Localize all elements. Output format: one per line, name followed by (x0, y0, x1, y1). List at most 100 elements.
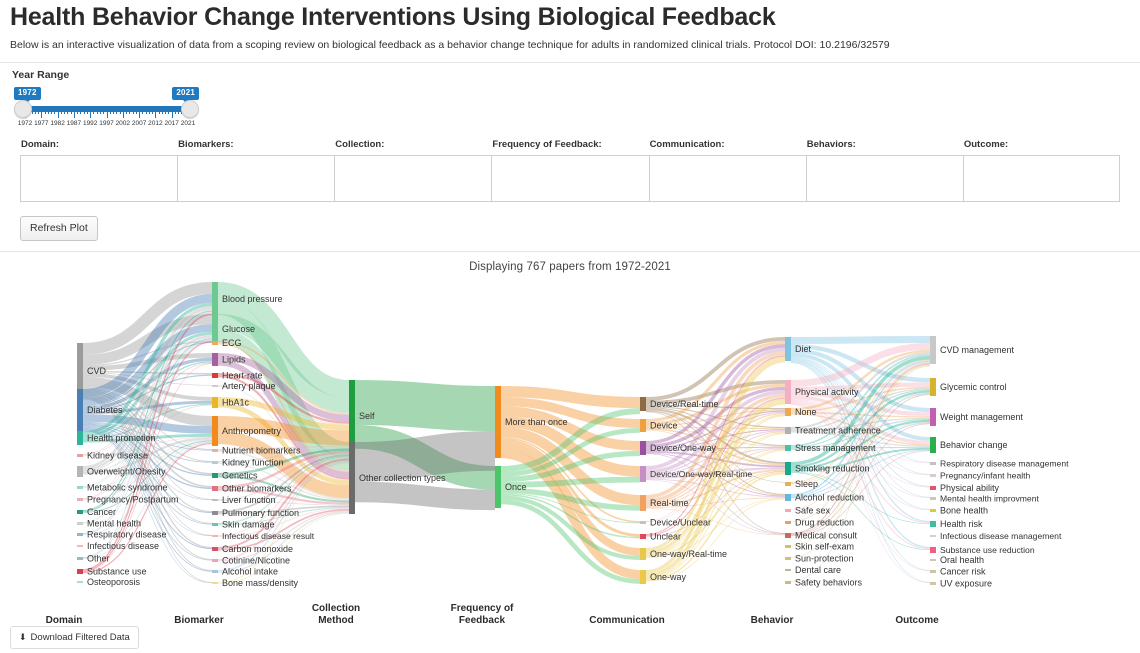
sankey-link[interactable] (645, 407, 786, 446)
sankey-link[interactable] (500, 487, 641, 511)
sankey-link[interactable] (645, 340, 786, 423)
sankey-link[interactable] (217, 460, 350, 561)
sankey-link[interactable] (645, 471, 786, 537)
sankey-link[interactable] (217, 341, 350, 415)
sankey-link[interactable] (82, 386, 213, 450)
sankey-link[interactable] (790, 344, 931, 383)
sankey-link[interactable] (645, 411, 786, 534)
sankey-link[interactable] (217, 415, 350, 446)
sankey-node[interactable] (785, 533, 791, 538)
sankey-link[interactable] (500, 441, 641, 556)
sankey-link[interactable] (217, 512, 350, 584)
sankey-link[interactable] (645, 337, 786, 401)
sankey-link[interactable] (82, 414, 213, 434)
slider-handle-min[interactable] (14, 100, 32, 118)
sankey-link[interactable] (790, 422, 931, 484)
sankey-link[interactable] (500, 476, 641, 488)
sankey-link[interactable] (790, 343, 931, 387)
sankey-link[interactable] (82, 331, 213, 438)
sankey-link[interactable] (500, 386, 641, 409)
sankey-link[interactable] (645, 448, 786, 506)
sankey-link[interactable] (82, 395, 213, 549)
sankey-link[interactable] (645, 450, 786, 468)
sankey-link[interactable] (790, 361, 931, 571)
sankey-link[interactable] (82, 324, 213, 406)
sankey-link[interactable] (790, 362, 931, 522)
sankey-node[interactable] (212, 314, 218, 344)
sankey-link[interactable] (645, 414, 786, 555)
sankey-link[interactable] (217, 511, 350, 573)
sankey-link[interactable] (82, 306, 213, 469)
filter-select-1[interactable] (177, 155, 335, 202)
sankey-link[interactable] (82, 400, 213, 415)
sankey-link[interactable] (790, 390, 931, 468)
sankey-link[interactable] (790, 391, 931, 417)
sankey-link[interactable] (82, 372, 213, 386)
sankey-node[interactable] (77, 522, 83, 525)
sankey-node[interactable] (77, 510, 83, 514)
sankey-link[interactable] (790, 411, 931, 418)
sankey-link[interactable] (82, 314, 213, 366)
sankey-link[interactable] (217, 505, 350, 515)
sankey-link[interactable] (217, 508, 350, 537)
sankey-node[interactable] (785, 445, 791, 451)
sankey-link[interactable] (217, 463, 350, 583)
sankey-link[interactable] (217, 475, 350, 503)
download-filtered-data-button[interactable]: ⬇ Download Filtered Data (10, 626, 139, 649)
sankey-node[interactable] (212, 486, 218, 491)
sankey-link[interactable] (645, 401, 786, 577)
sankey-link[interactable] (82, 357, 213, 411)
sankey-link[interactable] (82, 404, 213, 473)
sankey-link[interactable] (645, 410, 786, 449)
sankey-link[interactable] (645, 397, 786, 523)
sankey-node[interactable] (212, 397, 218, 408)
sankey-link[interactable] (354, 425, 496, 490)
sankey-node[interactable] (930, 559, 936, 561)
sankey-link[interactable] (645, 471, 786, 558)
sankey-link[interactable] (645, 429, 786, 496)
sankey-link[interactable] (645, 432, 786, 556)
sankey-link[interactable] (82, 310, 213, 512)
sankey-link[interactable] (645, 359, 786, 574)
sankey-node[interactable] (785, 521, 791, 524)
sankey-link[interactable] (217, 375, 350, 480)
sankey-link[interactable] (790, 365, 931, 582)
sankey-link[interactable] (790, 419, 931, 470)
sankey-node[interactable] (930, 509, 936, 512)
sankey-node[interactable] (77, 581, 83, 583)
sankey-link[interactable] (82, 311, 213, 523)
sankey-link[interactable] (82, 341, 213, 572)
sankey-node[interactable] (930, 462, 936, 465)
sankey-link[interactable] (217, 454, 350, 513)
sankey-link[interactable] (82, 428, 213, 550)
sankey-link[interactable] (217, 456, 350, 525)
sankey-link[interactable] (645, 450, 786, 580)
sankey-link[interactable] (217, 458, 350, 549)
sankey-link[interactable] (82, 388, 213, 475)
sankey-node[interactable] (785, 408, 791, 416)
sankey-link[interactable] (217, 402, 350, 486)
sankey-link[interactable] (82, 427, 213, 525)
sankey-link[interactable] (790, 349, 931, 411)
sankey-link[interactable] (82, 281, 213, 355)
sankey-link[interactable] (217, 445, 350, 451)
sankey-link[interactable] (82, 436, 213, 456)
sankey-link[interactable] (217, 453, 350, 500)
sankey-link[interactable] (790, 352, 931, 430)
sankey-link[interactable] (645, 397, 786, 537)
sankey-link[interactable] (645, 386, 786, 448)
sankey-link[interactable] (790, 471, 931, 524)
sankey-link[interactable] (645, 390, 786, 474)
sankey-link[interactable] (500, 438, 641, 537)
sankey-link[interactable] (82, 352, 213, 371)
sankey-link[interactable] (790, 357, 931, 487)
sankey-link[interactable] (790, 359, 931, 523)
sankey-node[interactable] (77, 498, 83, 501)
sankey-link[interactable] (82, 437, 213, 475)
sankey-link[interactable] (790, 388, 931, 431)
sankey-link[interactable] (82, 310, 213, 499)
sankey-link[interactable] (645, 447, 786, 477)
sankey-node[interactable] (77, 569, 83, 574)
sankey-link[interactable] (645, 446, 786, 451)
sankey-node[interactable] (640, 534, 646, 539)
